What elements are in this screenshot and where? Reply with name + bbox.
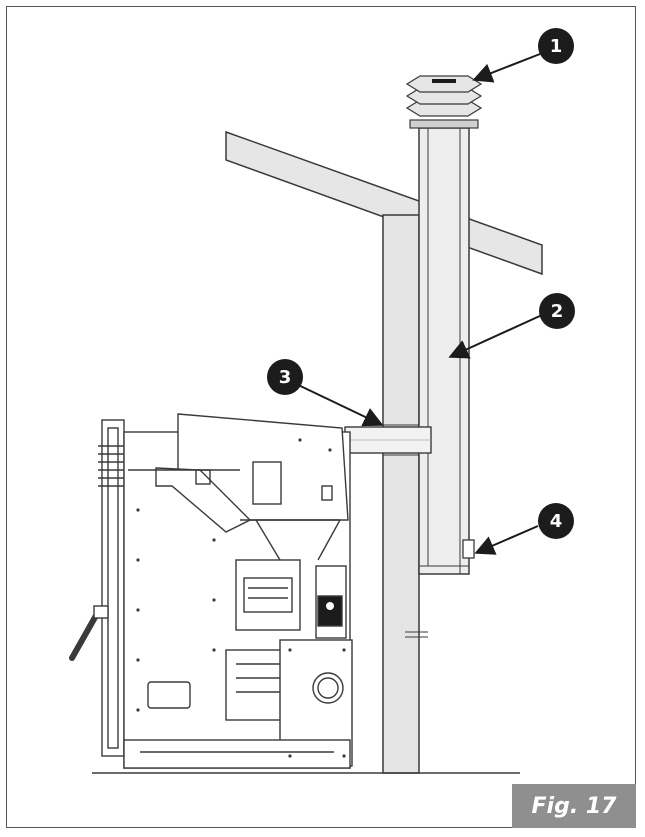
- callout-arrow-4: [474, 525, 539, 555]
- callout-number: 4: [550, 511, 563, 532]
- callout-badge-2: 2: [539, 293, 575, 329]
- inspection-tee: [462, 539, 475, 559]
- callout-number: 1: [550, 36, 563, 57]
- chimney-cap: [405, 75, 483, 129]
- door-handle: [69, 605, 109, 661]
- callout-number: 2: [551, 301, 564, 322]
- callout-arrow-3: [291, 381, 384, 427]
- wall-pass-through: [344, 426, 432, 454]
- wall: [382, 214, 428, 774]
- callout-badge-4: 4: [538, 503, 574, 539]
- callout-arrow-1: [472, 53, 541, 83]
- callout-arrows: [291, 53, 543, 555]
- door-grille: [98, 445, 126, 487]
- figure-label: Fig. 17: [512, 784, 636, 828]
- callout-badge-1: 1: [538, 28, 574, 64]
- pellet-stove: [69, 413, 353, 769]
- callout-number: 3: [279, 367, 292, 388]
- callout-badge-3: 3: [267, 359, 303, 395]
- callout-arrow-2: [448, 314, 543, 359]
